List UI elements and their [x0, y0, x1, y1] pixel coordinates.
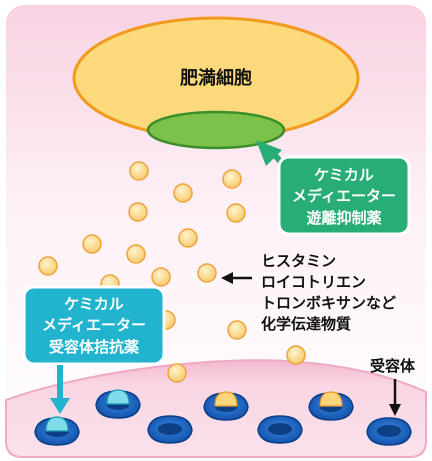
mediator-particles — [38, 161, 306, 383]
mediator-particle — [126, 244, 146, 264]
antagonist-arrowhead — [50, 398, 70, 414]
mediator-particle — [222, 169, 242, 189]
mediator-particle — [129, 161, 149, 181]
receptor-label: 受容体 — [370, 357, 416, 375]
antagonist-molecule — [106, 389, 130, 405]
mediator-particle — [82, 234, 102, 254]
mediators-arrowhead — [221, 272, 233, 284]
mast-cell: 肥満細胞 — [72, 16, 360, 150]
mediators-callout: ヒスタミン ロイコトリエン トロンボキサンなど 化学伝達物質 — [221, 252, 396, 333]
antagonist-line-2: メディエーター — [42, 316, 146, 334]
antagonist-callout: ケミカル メディエーター 受容体拮抗薬 — [22, 285, 166, 414]
antagonist-molecule — [45, 416, 69, 432]
mediator-particle — [226, 203, 246, 223]
mediator-line-2: ロイコトリエン — [261, 273, 366, 291]
mast-cell-label: 肥満細胞 — [179, 67, 252, 89]
receptor — [366, 417, 412, 446]
antagonist-box — [22, 285, 166, 366]
receptor — [34, 416, 80, 446]
stabilizer-line-2: メディエーター — [292, 187, 396, 205]
mediator-particle — [128, 202, 148, 222]
antagonist-line-3: 受容体拮抗薬 — [49, 338, 139, 356]
mediator-line-3: トロンボキサンなど — [261, 294, 396, 312]
receptor — [257, 415, 303, 444]
receptor — [308, 391, 354, 421]
mediator-particle — [227, 320, 247, 340]
mediator-line-4: 化学伝達物質 — [261, 315, 351, 333]
mediator-particle — [178, 228, 198, 248]
stabilizer-callout: ケミカル メディエーター 遊離抑制薬 — [256, 140, 411, 236]
mediator-particle — [167, 363, 187, 383]
receptor-callout: 受容体 — [370, 357, 416, 416]
granule-release-site — [146, 110, 286, 150]
receptor-arrowhead — [389, 404, 401, 416]
stabilizer-line-1: ケミカル — [314, 166, 374, 184]
stabilizer-arrowhead — [256, 140, 282, 166]
mediator-particle — [197, 263, 217, 283]
mediator-particle — [38, 256, 58, 276]
receptor — [203, 391, 249, 421]
stabilizer-box — [277, 155, 411, 236]
receptor — [95, 389, 141, 419]
mediator-molecule — [319, 391, 343, 407]
receptors — [34, 389, 412, 446]
mediator-molecule — [214, 391, 238, 407]
mediator-particle — [286, 345, 306, 365]
mediator-particle — [173, 183, 193, 203]
antagonist-line-1: ケミカル — [64, 295, 124, 313]
mediator-line-1: ヒスタミン — [261, 252, 336, 270]
stabilizer-line-3: 遊離抑制薬 — [306, 209, 381, 227]
receptor — [147, 415, 193, 444]
mediator-particle — [151, 267, 171, 287]
